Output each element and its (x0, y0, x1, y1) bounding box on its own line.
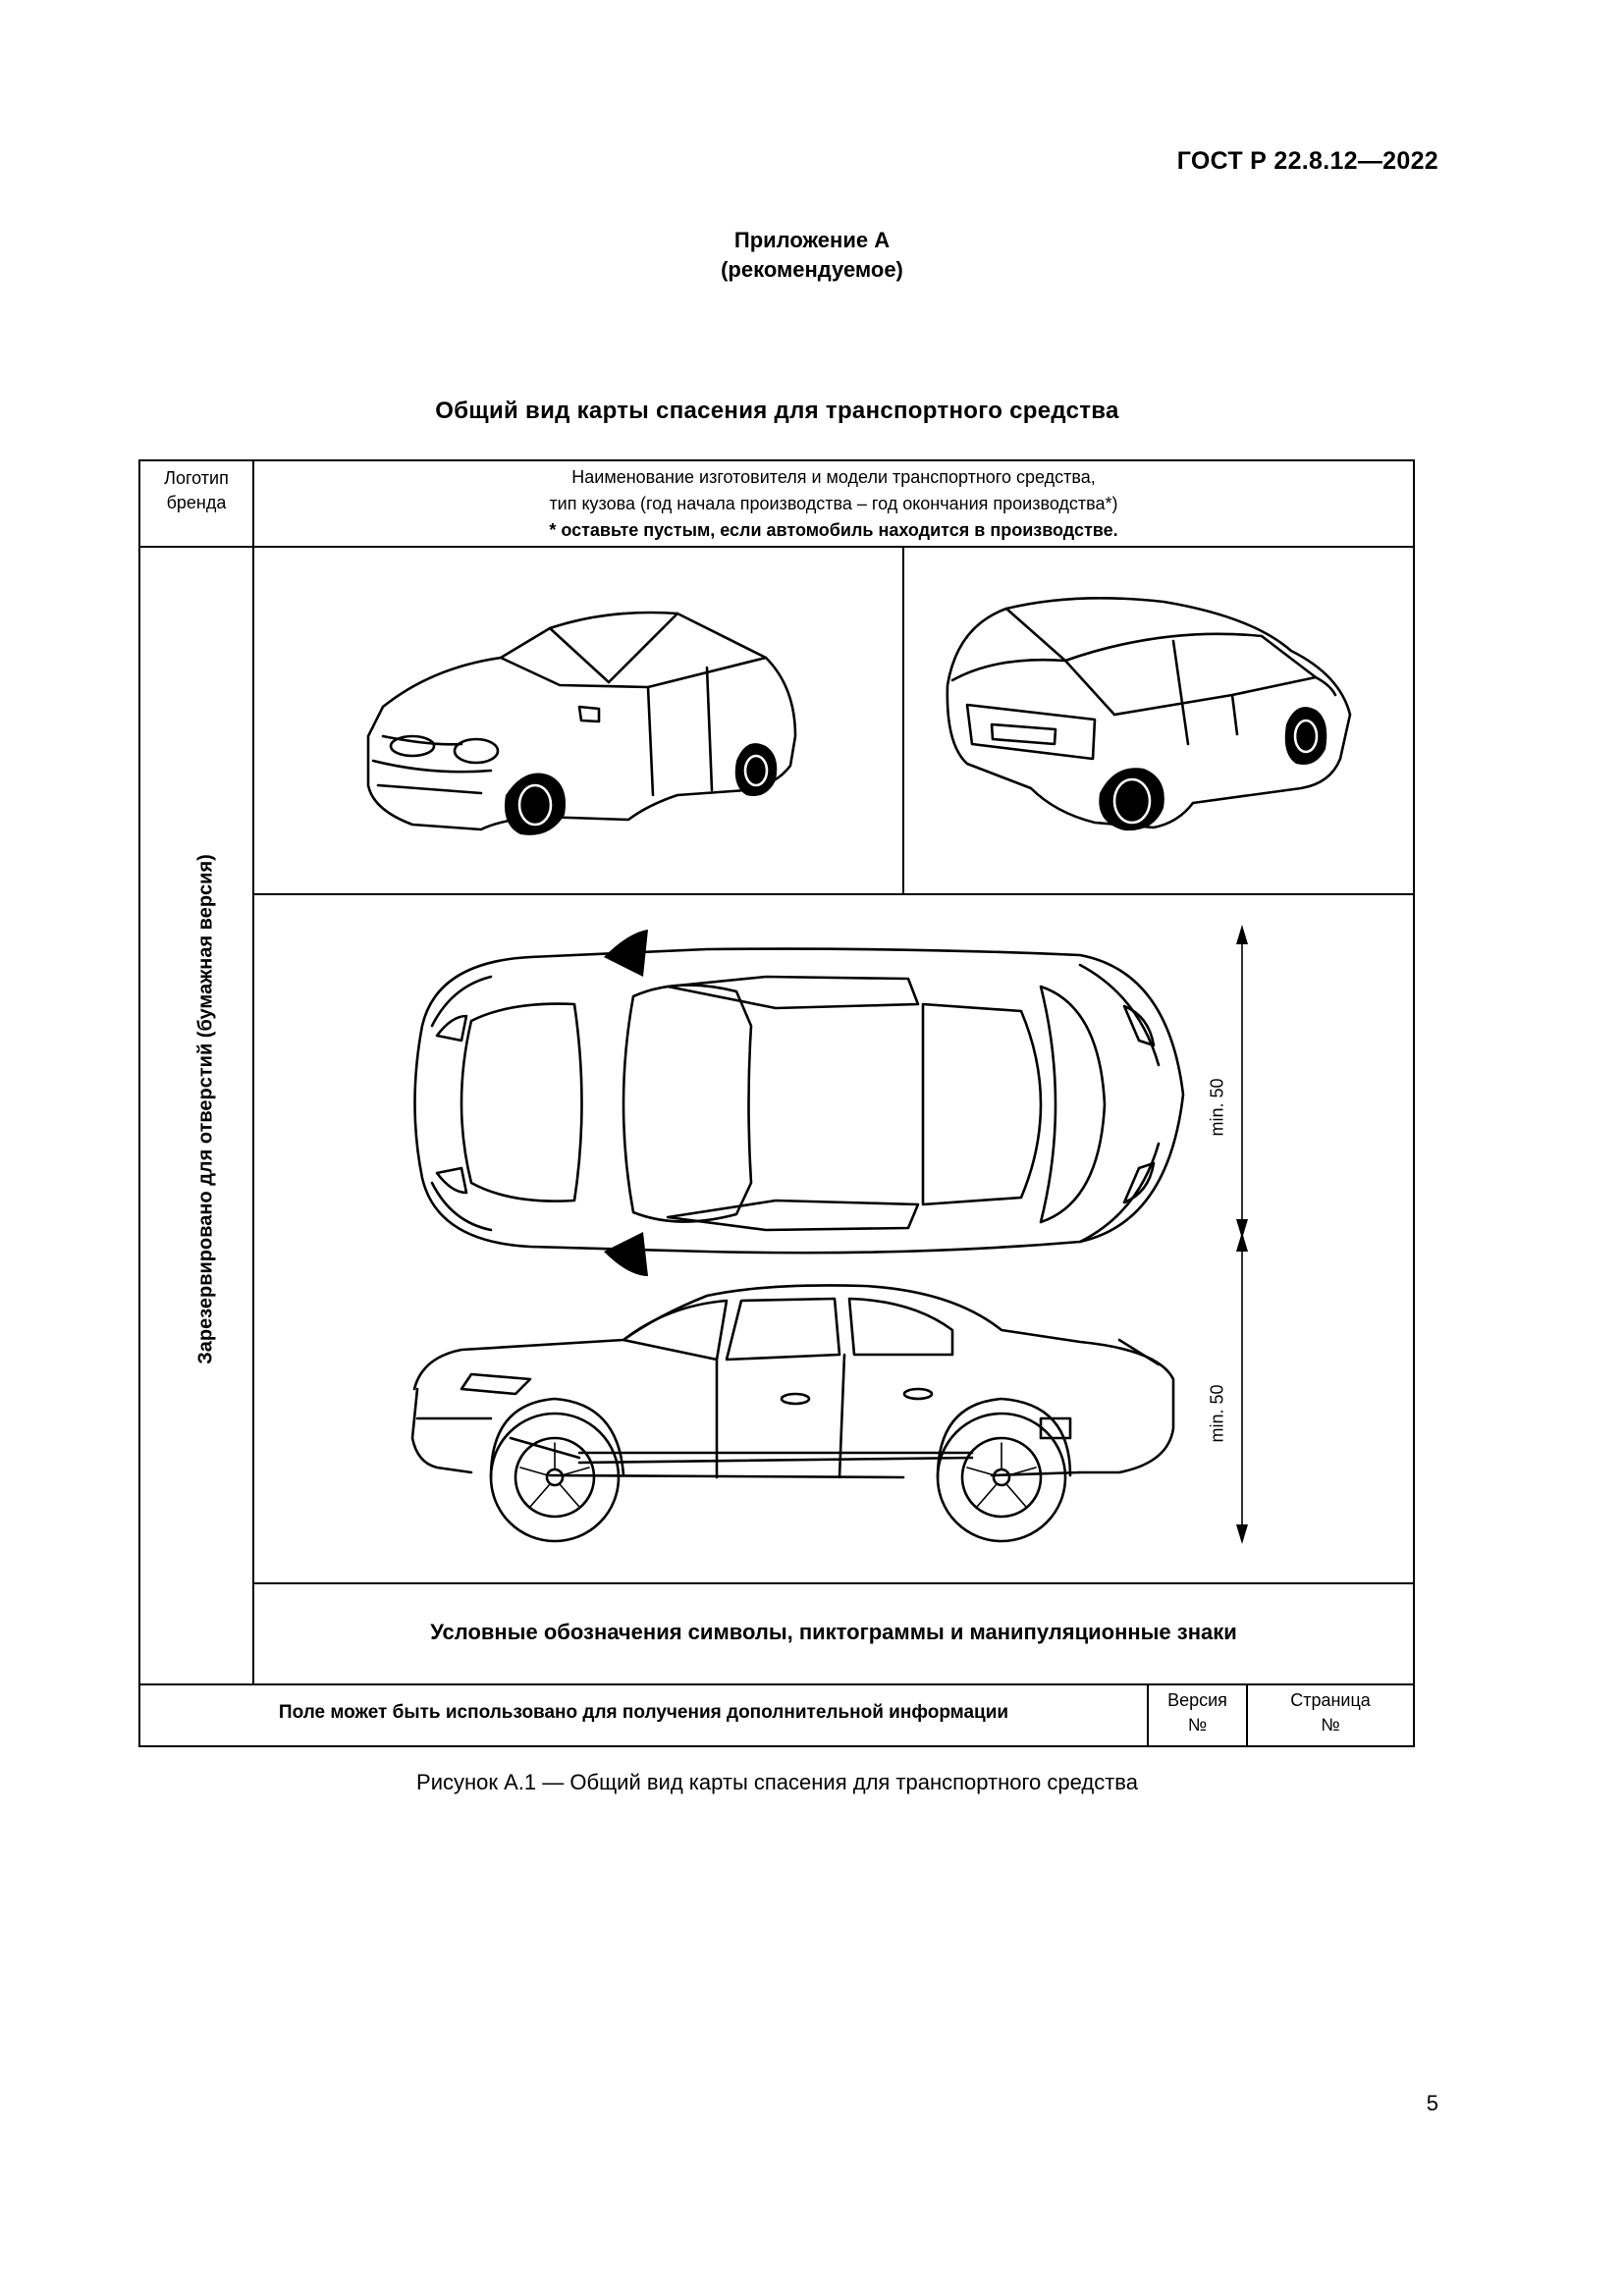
page-number-sign: № (1321, 1715, 1340, 1735)
figure-caption: Рисунок А.1 — Общий вид карты спасения д… (416, 1770, 1138, 1794)
reserved-holes-label: Зарезервировано для отверстий (бумажная … (194, 854, 217, 1364)
car-top-view (413, 930, 1185, 1276)
vehicle-name-line-2: тип кузова (год начала производства – го… (549, 494, 1118, 513)
footer-version-divider (1147, 1683, 1149, 1745)
vehicle-name-note: * оставьте пустым, если автомобиль наход… (549, 520, 1118, 540)
footer-page-divider (1246, 1683, 1248, 1745)
version-label: Версия (1167, 1690, 1227, 1710)
version-number-sign: № (1187, 1715, 1208, 1735)
vehicle-name-line-1: Наименование изготовителя и модели транс… (571, 467, 1096, 487)
legend-divider (252, 1582, 1413, 1584)
left-column-divider (252, 461, 254, 1683)
page-number: 5 (1426, 2091, 1438, 2115)
car-front-perspective-view (366, 611, 797, 835)
car-rear-perspective-view (946, 597, 1352, 831)
dimension-arrows (1236, 925, 1248, 1544)
footer-divider (140, 1683, 1413, 1685)
standard-number: ГОСТ Р 22.8.12—2022 (1176, 147, 1438, 175)
brand-logo-cell: Логотип бренда (140, 466, 252, 515)
appendix-status: (рекомендуемое) (721, 257, 903, 282)
figure-title: Общий вид карты спасения для транспортно… (435, 398, 1119, 424)
legend-label: Условные обозначения символы, пиктограмм… (430, 1620, 1237, 1644)
appendix-title: Приложение А (733, 228, 891, 252)
version-number-cell: Версия № (1149, 1688, 1246, 1737)
brand-logo-label-1: Логотип (164, 468, 229, 488)
page-number-cell: Страница № (1248, 1688, 1413, 1737)
car-side-view (410, 1284, 1175, 1543)
footer-info-label: Поле может быть использовано для получен… (278, 1702, 1009, 1723)
views-divider (252, 893, 1413, 895)
brand-logo-label-2: бренда (166, 493, 227, 512)
rescue-card-frame: Логотип бренда Наименование изготовителя… (138, 459, 1415, 1747)
vehicle-name-cell: Наименование изготовителя и модели транс… (254, 464, 1413, 544)
page-label: Страница (1290, 1690, 1371, 1710)
header-divider (140, 546, 1413, 548)
dimension-label-top: min. 50 (1207, 1078, 1227, 1137)
perspective-divider (902, 546, 904, 894)
dimension-label-bottom: min. 50 (1207, 1384, 1227, 1443)
